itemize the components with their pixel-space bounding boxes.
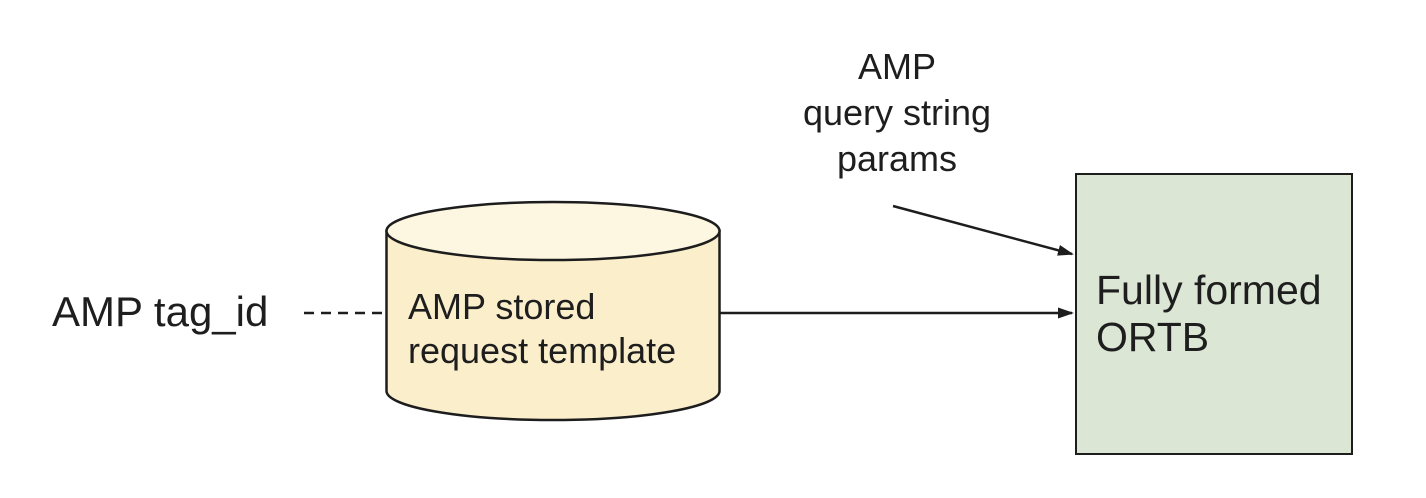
arrow-queryparams-to-ortb <box>892 204 1074 256</box>
ortb-label-line2: ORTB <box>1096 314 1210 360</box>
query-params-label: AMP query string params <box>745 44 1049 182</box>
cylinder-label-line2: request template <box>408 330 677 371</box>
cylinder-label-line1: AMP stored <box>408 286 596 327</box>
cylinder-shape-top <box>385 200 721 262</box>
ortb-label-line1: Fully formed <box>1096 267 1322 313</box>
ortb-box: Fully formed ORTB <box>1075 173 1353 455</box>
ortb-label: Fully formed ORTB <box>1096 267 1351 361</box>
cylinder-shape-body <box>385 229 721 422</box>
query-params-label-line1: AMP <box>857 46 936 87</box>
query-params-label-line3: params <box>836 138 958 179</box>
cylinder-label: AMP stored request template <box>408 285 676 373</box>
amp-tag-id-label: AMP tag_id <box>52 288 269 335</box>
query-params-label-line2: query string <box>802 92 992 133</box>
